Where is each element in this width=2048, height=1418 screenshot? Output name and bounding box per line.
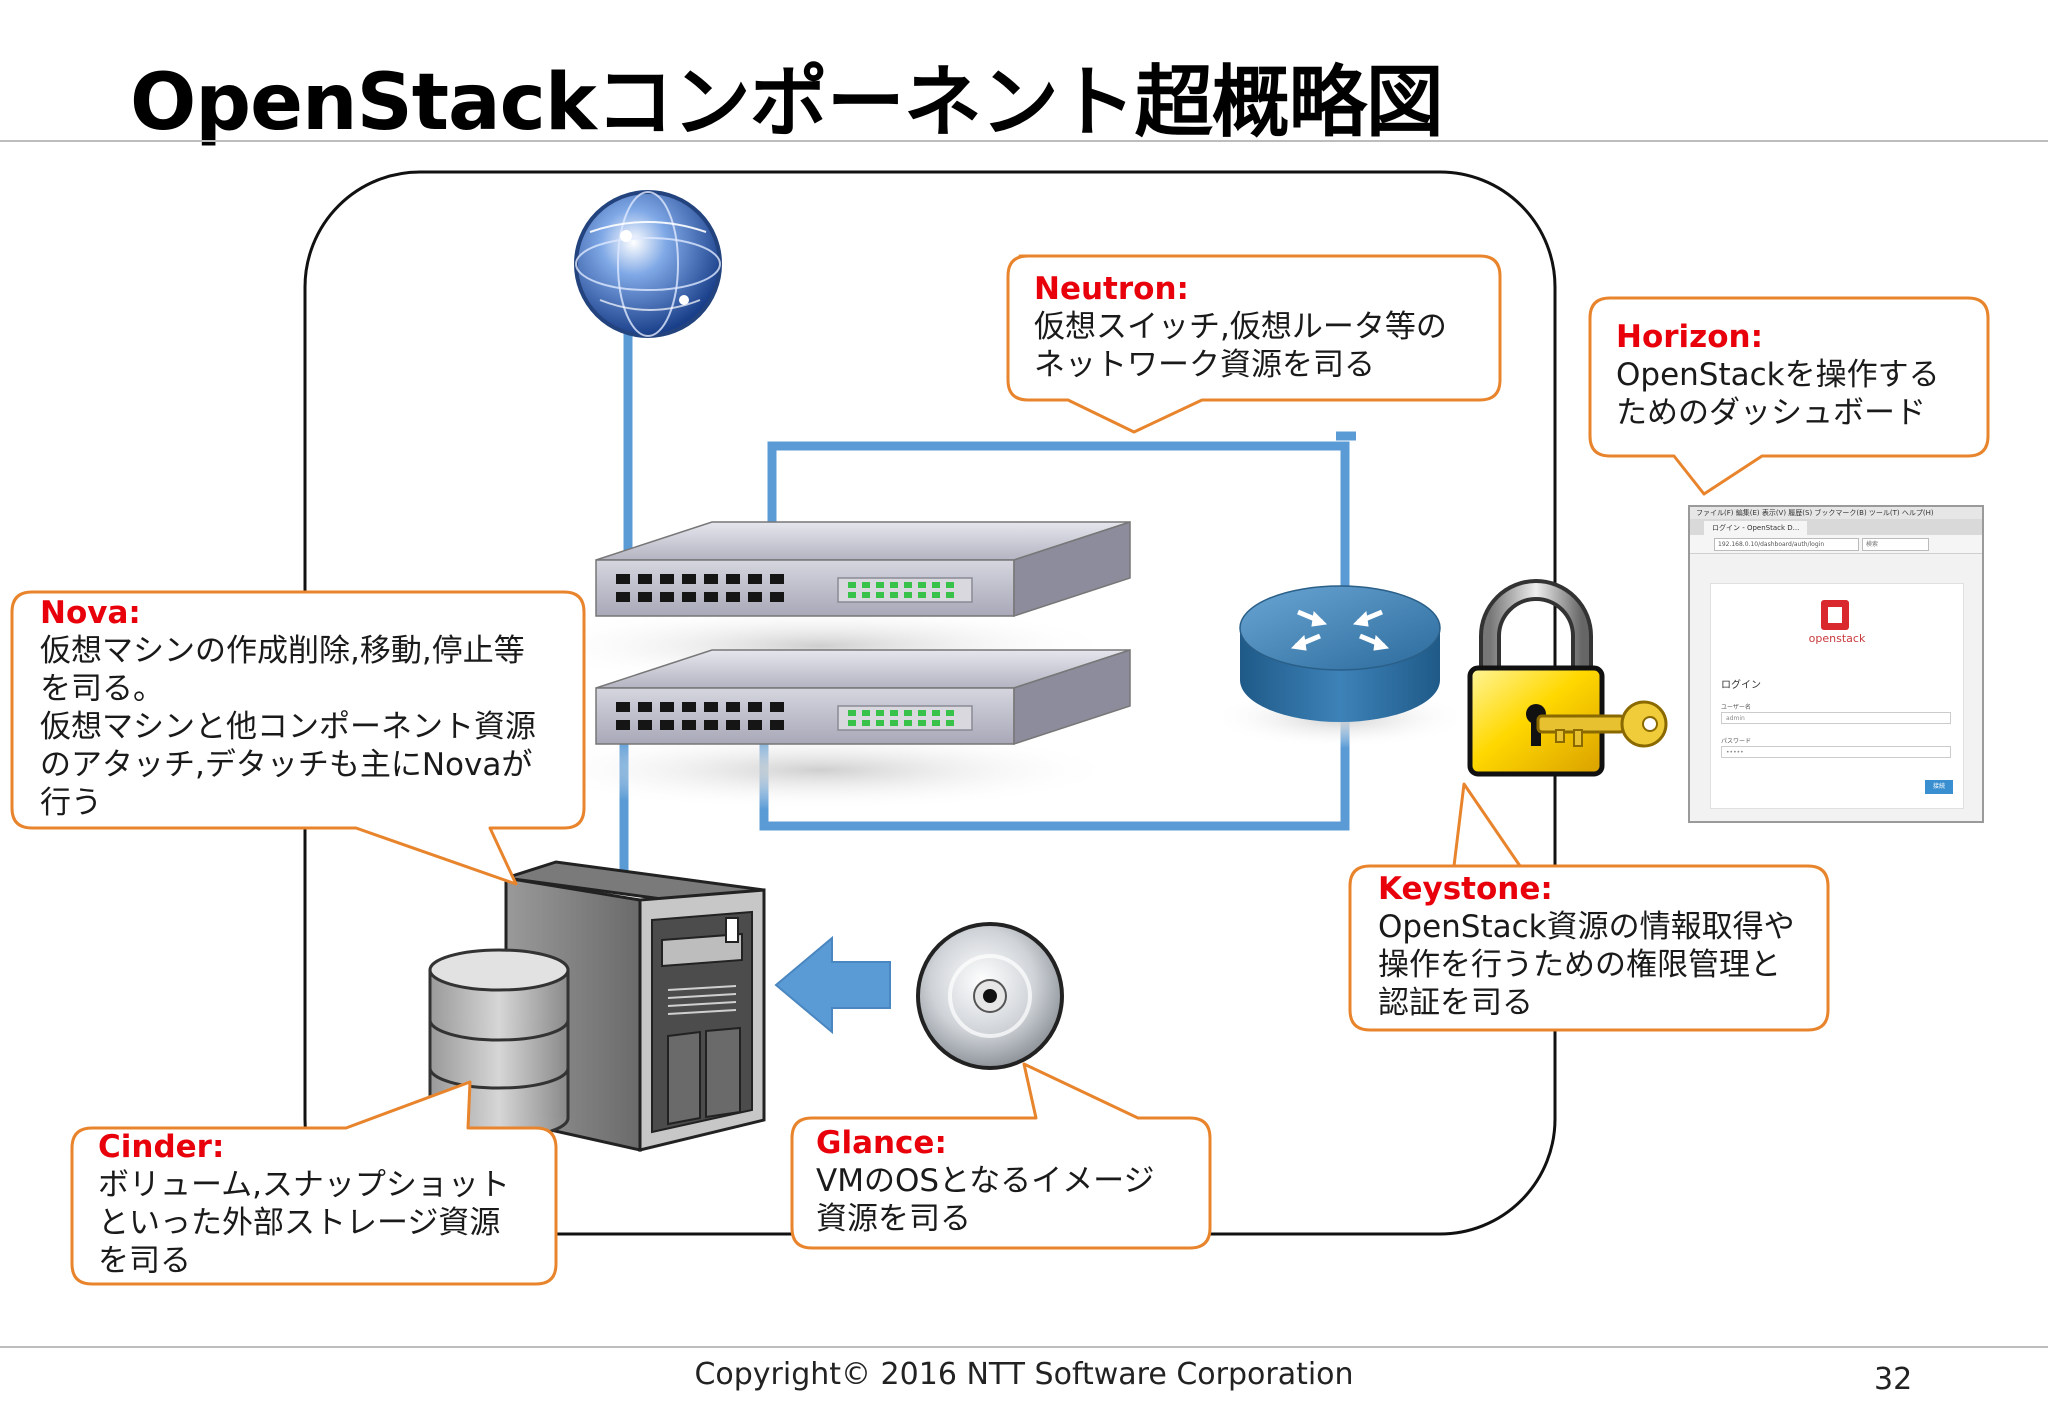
callout-line: VMのOSとなるイメージ (816, 1163, 1155, 1199)
callout-horizon: Horizon: OpenStackを操作する ためのダッシュボード (1616, 318, 1940, 432)
callout-line: のアタッチ,デタッチも主にNovaが (40, 747, 533, 783)
callout-line: といった外部ストレージ資源 (98, 1205, 501, 1241)
password-label: パスワード (1721, 738, 1752, 745)
username-label: ユーザー名 (1721, 704, 1751, 711)
switch-ports (616, 574, 784, 602)
switch-icon (520, 648, 1131, 810)
callout-bubbles (10, 254, 1990, 1286)
callout-line: 認証を司る (1378, 985, 1533, 1021)
browser-menubar: ファイル(F) 編集(E) 表示(V) 履歴(S) ブックマーク(B) ツール(… (1690, 507, 1982, 519)
brand-text: openstack (1808, 632, 1866, 645)
callout-heading: Horizon: (1616, 319, 1763, 355)
callout-heading: Glance: (816, 1125, 947, 1161)
callout-line: を司る。 (40, 671, 164, 707)
horizon-dashboard-screenshot: ファイル(F) 編集(E) 表示(V) 履歴(S) ブックマーク(B) ツール(… (1688, 505, 1984, 823)
arrow-left-icon (774, 935, 891, 1035)
callout-heading: Keystone: (1378, 871, 1553, 907)
callout-line: OpenStackを操作する (1616, 357, 1940, 393)
callout-glance: Glance: VMのOSとなるイメージ 資源を司る (816, 1124, 1154, 1238)
callout-line: OpenStack資源の情報取得や (1378, 909, 1795, 945)
callout-line: 仮想マシンと他コンポーネント資源 (40, 709, 536, 745)
callout-line: 資源を司る (816, 1201, 971, 1237)
page-number: 32 (1874, 1362, 1913, 1397)
callout-line: ためのダッシュボード (1616, 395, 1926, 431)
login-button: 接続 (1925, 780, 1953, 794)
globe-icon (574, 190, 722, 338)
callout-line: ボリューム,スナップショット (98, 1167, 510, 1203)
login-panel: openstack ログイン ユーザー名 admin パスワード ••••• 接… (1710, 583, 1964, 809)
copyright-text: Copyright© 2016 NTT Software Corporation (694, 1357, 1354, 1392)
slide-title: OpenStackコンポーネント超概略図 (130, 58, 1444, 148)
callout-nova: Nova: 仮想マシンの作成削除,移動,停止等 を司る。 仮想マシンと他コンポー… (40, 594, 536, 822)
callout-line: ネットワーク資源を司る (1034, 347, 1375, 383)
search-field: 検索 (1862, 538, 1929, 551)
password-field: ••••• (1721, 746, 1951, 758)
callout-line: 操作を行うための権限管理と (1378, 947, 1781, 983)
callout-line: 仮想スイッチ,仮想ルータ等の (1034, 309, 1447, 345)
callout-keystone: Keystone: OpenStack資源の情報取得や 操作を行うための権限管理… (1378, 870, 1795, 1022)
callout-heading: Neutron: (1034, 271, 1189, 307)
username-field: admin (1721, 712, 1951, 724)
browser-urlbar: 192.168.0.10/dashboard/auth/login 検索 (1690, 535, 1982, 554)
footer-divider (0, 1346, 2048, 1348)
callout-neutron: Neutron: 仮想スイッチ,仮想ルータ等の ネットワーク資源を司る (1034, 270, 1447, 384)
callout-heading: Cinder: (98, 1129, 225, 1165)
key-icon (1536, 700, 1668, 748)
callout-heading: Nova: (40, 595, 141, 631)
callout-line: 仮想マシンの作成削除,移動,停止等 (40, 633, 525, 669)
callout-cinder: Cinder: ボリューム,スナップショット といった外部ストレージ資源 を司る (98, 1128, 510, 1280)
openstack-logo-icon (1821, 600, 1849, 630)
callout-line: を司る (98, 1243, 191, 1279)
title-divider (0, 140, 2048, 142)
login-title: ログイン (1721, 680, 1761, 691)
router-icon (1210, 585, 1470, 748)
browser-tabbar: ログイン - OpenStack D... (1690, 519, 1982, 535)
browser-tab: ログイン - OpenStack D... (1704, 521, 1808, 535)
url-field: 192.168.0.10/dashboard/auth/login (1714, 538, 1859, 551)
callout-line: 行う (40, 785, 102, 821)
disc-icon (916, 922, 1064, 1070)
